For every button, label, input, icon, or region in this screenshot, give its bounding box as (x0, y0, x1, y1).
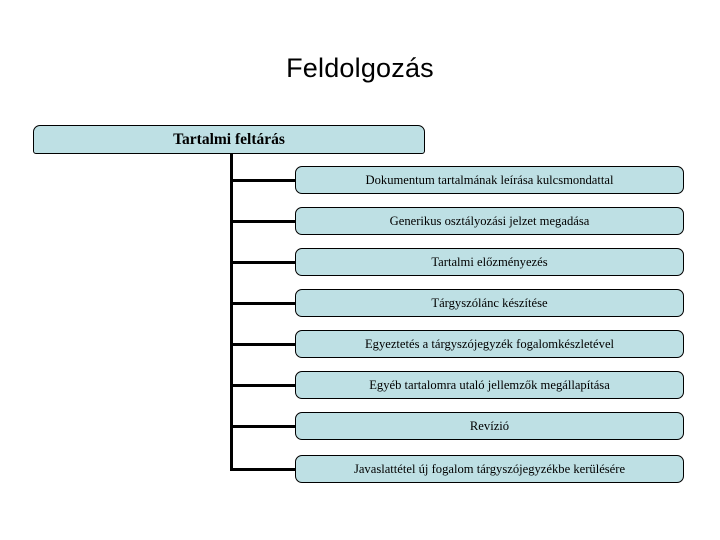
tree-child-node-4-label: Tárgyszólánc készítése (431, 295, 548, 310)
tree-child-node-1[interactable]: Dokumentum tartalmának leírása kulcsmond… (295, 166, 684, 194)
tree-child-node-3[interactable]: Tartalmi előzményezés (295, 248, 684, 276)
tree-child-node-4[interactable]: Tárgyszólánc készítése (295, 289, 684, 317)
tree-child-node-7-label: Revízió (469, 418, 510, 433)
tree-branch-connector-8 (229, 468, 296, 471)
tree-child-node-6-label: Egyéb tartalomra utaló jellemzők megálla… (369, 377, 610, 392)
tree-branch-connector-4 (229, 302, 296, 305)
tree-child-node-2[interactable]: Generikus osztályozási jelzet megadása (295, 207, 684, 235)
tree-branch-connector-1 (229, 179, 296, 182)
tree-branch-connector-2 (229, 220, 296, 223)
tree-child-node-6[interactable]: Egyéb tartalomra utaló jellemzők megálla… (295, 371, 684, 399)
tree-child-node-5-label: Egyeztetés a tárgyszójegyzék fogalomkész… (364, 336, 615, 351)
tree-child-node-1-label: Dokumentum tartalmának leírása kulcsmond… (365, 172, 614, 187)
tree-child-node-2-label: Generikus osztályozási jelzet megadása (389, 213, 590, 228)
tree-child-node-3-label: Tartalmi előzményezés (431, 254, 548, 269)
tree-branch-connector-6 (229, 384, 296, 387)
tree-child-node-8[interactable]: Javaslattétel új fogalom tárgyszójegyzék… (295, 455, 684, 483)
tree-child-node-8-label: Javaslattétel új fogalom tárgyszójegyzék… (353, 461, 626, 476)
tree-branch-connector-7 (229, 425, 296, 428)
page-title: Feldolgozás (286, 53, 434, 83)
tree-branch-connector-5 (229, 343, 296, 346)
tree-root-node[interactable]: Tartalmi feltárás (33, 125, 425, 154)
tree-root-node-label: Tartalmi feltárás (173, 130, 285, 148)
tree-child-node-5[interactable]: Egyeztetés a tárgyszójegyzék fogalomkész… (295, 330, 684, 358)
tree-trunk-connector (229, 153, 233, 471)
tree-branch-connector-3 (229, 261, 296, 264)
tree-child-node-7[interactable]: Revízió (295, 412, 684, 440)
